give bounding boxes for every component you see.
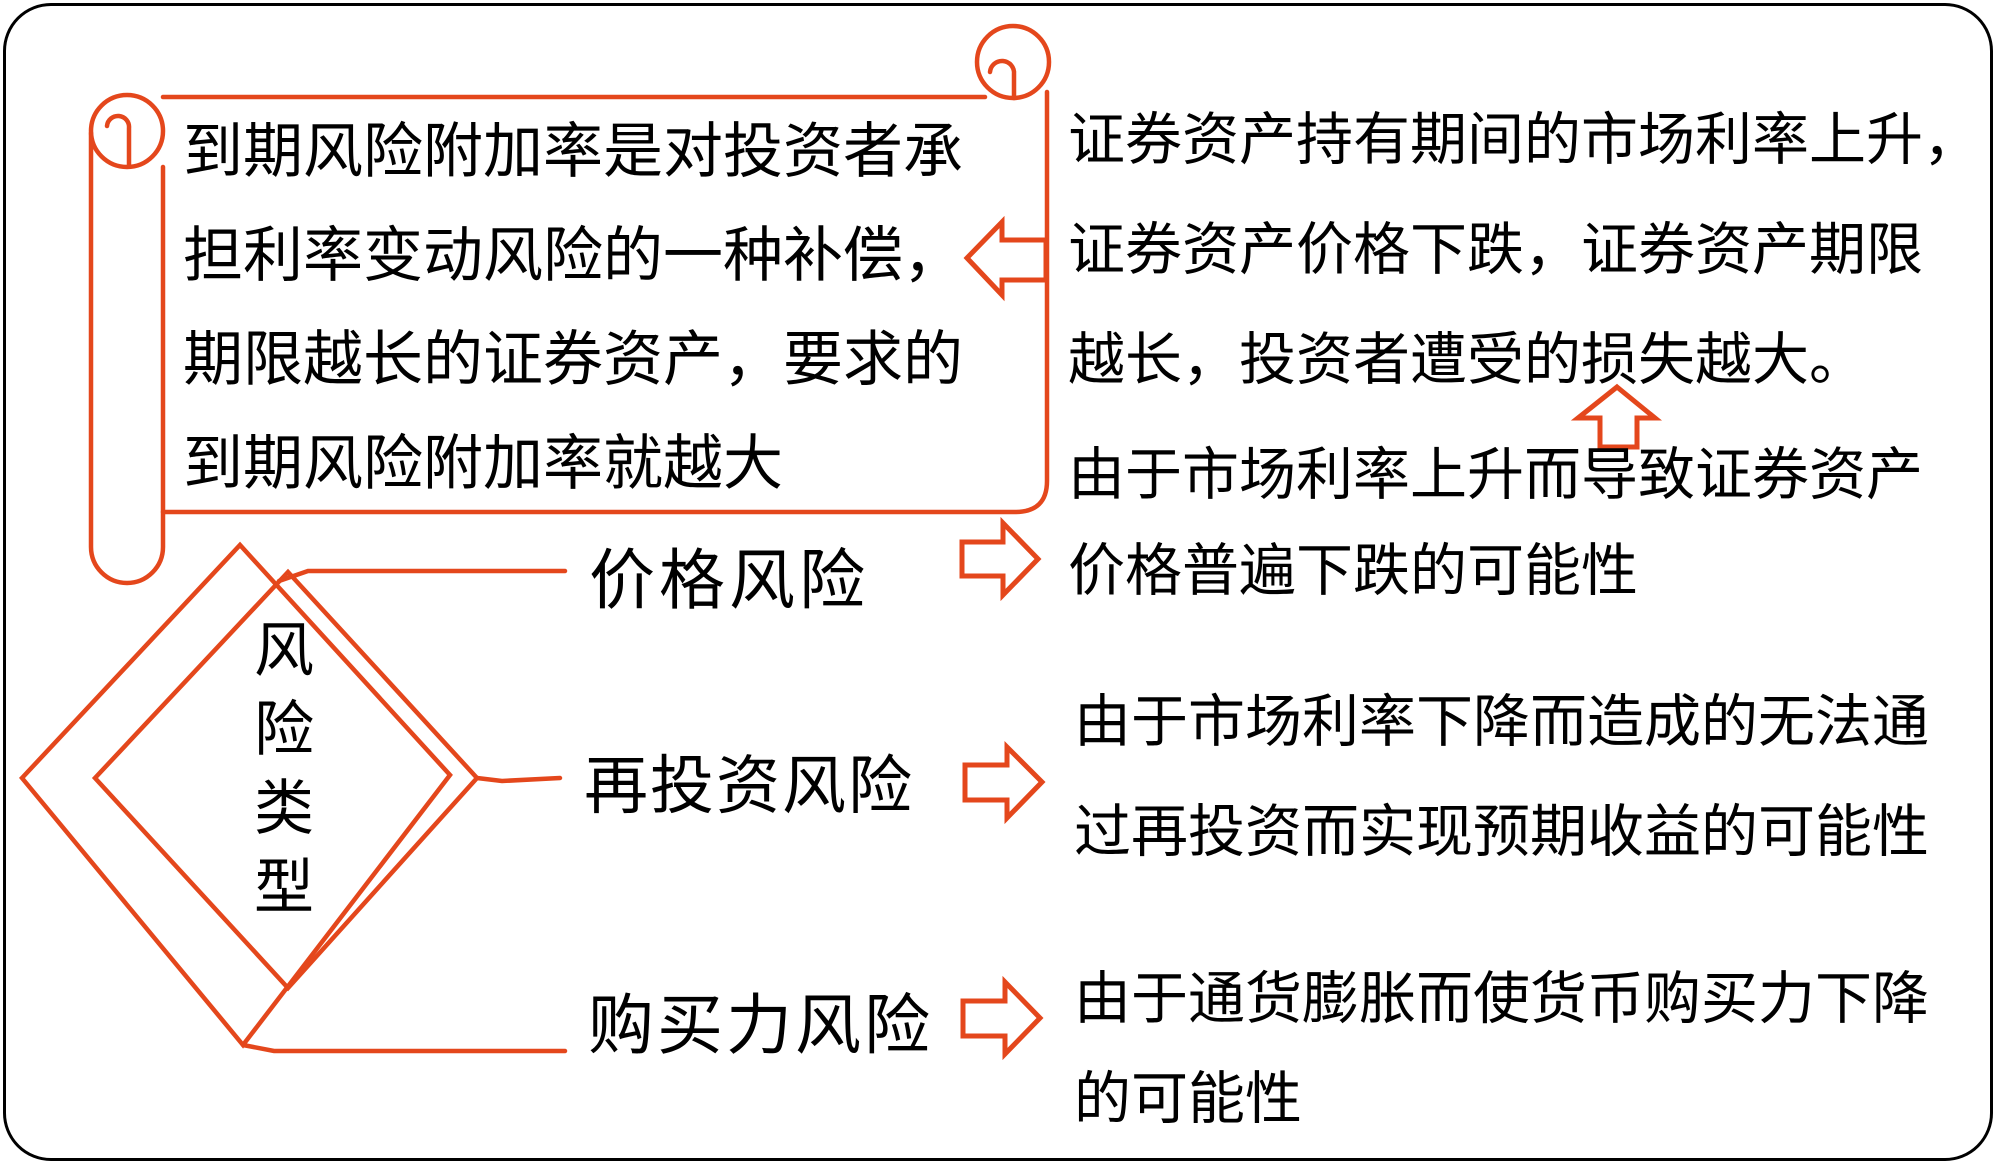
connector-purchasing-power-risk xyxy=(240,1042,568,1054)
connector-reinvestment-risk xyxy=(474,775,563,784)
scroll-note-line: 到期风险附加率就越大 xyxy=(183,431,783,497)
right-block-arrow-price-icon xyxy=(959,516,1042,602)
description-line: 由于通货膨胀而使货币购买力下降 xyxy=(1074,968,1929,1031)
purchasing-power-risk-description: 由于通货膨胀而使货币购买力下降 的可能性 xyxy=(1074,950,1929,1150)
up-block-arrow-icon xyxy=(1570,383,1663,450)
scroll-note-line: 担利率变动风险的一种补偿， xyxy=(183,223,963,289)
scroll-body-edge xyxy=(160,89,1050,515)
diamond-title-char: 风 xyxy=(254,618,314,684)
description-line: 的可能性 xyxy=(1074,1068,1302,1131)
scroll-note-line: 到期风险附加率是对投资者承 xyxy=(183,119,963,185)
scroll-left-roll xyxy=(88,130,166,586)
right-block-arrow-purchasing-icon xyxy=(960,975,1044,1061)
left-block-arrow-icon xyxy=(963,215,1049,302)
diamond-title-char: 类 xyxy=(254,776,314,842)
description-line: 过再投资而实现预期收益的可能性 xyxy=(1074,801,1929,864)
description-line: 由于市场利率下降而造成的无法通 xyxy=(1074,691,1929,754)
scroll-right-curl-inner xyxy=(987,58,1017,101)
description-line: 价格普遍下跌的可能性 xyxy=(1068,540,1638,603)
reinvestment-risk-description: 由于市场利率下降而造成的无法通 过再投资而实现预期收益的可能性 xyxy=(1074,668,1929,888)
diamond-title: 风 险 类 型 xyxy=(253,612,315,928)
branch-label-reinvestment-risk: 再投资风险 xyxy=(584,751,914,822)
price-risk-description: 由于市场利率上升而导致证券资产 价格普遍下跌的可能性 xyxy=(1068,428,1923,620)
scroll-note: 到期风险附加率是对投资者承 担利率变动风险的一种补偿， 期限越长的证券资产，要求… xyxy=(183,100,963,516)
branch-label-purchasing-power-risk: 购买力风险 xyxy=(588,990,933,1063)
explanation-line: 证券资产价格下跌，证券资产期限 xyxy=(1068,219,1923,282)
maturity-risk-explanation: 证券资产持有期间的市场利率上升， 证券资产价格下跌，证券资产期限 越长，投资者遭… xyxy=(1068,86,1980,416)
diamond-title-char: 型 xyxy=(254,855,314,921)
scroll-note-line: 期限越长的证券资产，要求的 xyxy=(183,327,963,393)
connector-price-risk xyxy=(276,568,568,584)
diamond-title-char: 险 xyxy=(254,697,314,763)
right-block-arrow-reinvest-icon xyxy=(962,740,1046,825)
scroll-left-curl-inner xyxy=(104,113,132,168)
explanation-line: 证券资产持有期间的市场利率上升， xyxy=(1068,109,1980,172)
diamond-outline-back xyxy=(19,541,453,1049)
explanation-line: 越长，投资者遭受的损失越大。 xyxy=(1068,329,1866,392)
description-line: 由于市场利率上升而导致证券资产 xyxy=(1068,444,1923,507)
branch-label-price-risk: 价格风险 xyxy=(589,545,869,618)
